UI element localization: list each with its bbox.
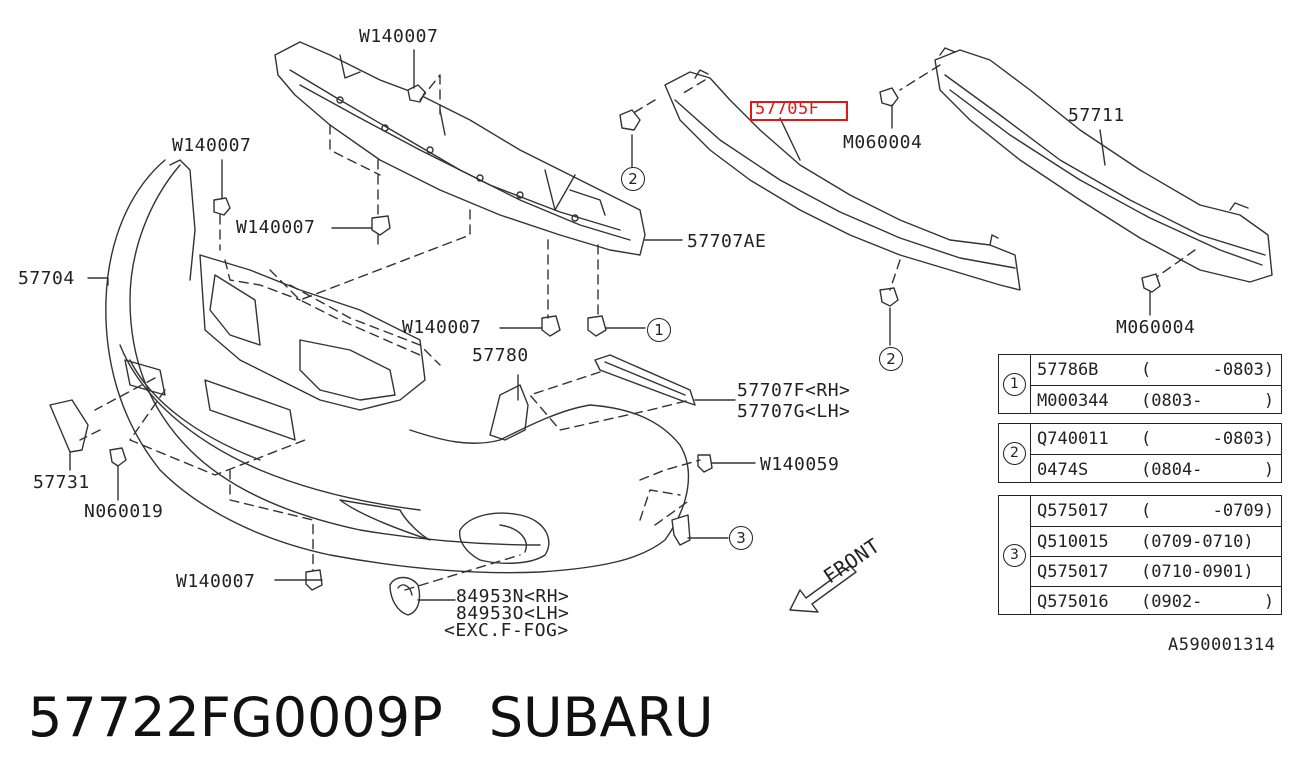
table-row: Q575017( -0709) [1037, 501, 1275, 521]
fastener-table-1: 1 57786B( -0803) M000344(0803- ) [998, 354, 1282, 414]
label-57705f: 57705F [755, 99, 820, 119]
table-row: Q575016(0902- ) [1031, 586, 1281, 616]
label-w140007: W140007 [176, 571, 256, 592]
assembly-dashed-lines [79, 64, 1196, 591]
parts-diagram: W140007 W140007 W140007 W140007 W140007 … [18, 26, 1282, 655]
callout-1: 1 [647, 318, 671, 342]
brand-name: SUBARU [488, 686, 714, 749]
label-w140007: W140007 [402, 317, 482, 338]
front-arrow-drawing [789, 565, 857, 613]
table-marker: 2 [999, 424, 1031, 482]
fastener-table-2: 2 Q740011( -0803) 0474S(0804- ) [998, 423, 1282, 483]
fasteners-drawing [109, 84, 1161, 591]
table-marker: 3 [999, 496, 1031, 614]
reinforcement-drawing [664, 69, 1021, 291]
label-w140059: W140059 [760, 454, 840, 475]
bumper-face-drawing [49, 159, 690, 616]
upper-support-drawing [274, 41, 646, 256]
label-57707ae: 57707AE [687, 231, 767, 252]
label-57707f: 57707F<RH> [737, 380, 851, 401]
leader-lines [69, 49, 1151, 601]
label-m060004: M060004 [1116, 317, 1196, 338]
table-row: Q510015(0709-0710) [1031, 526, 1281, 556]
highlight-box [750, 101, 848, 121]
label-57711: 57711 [1068, 105, 1125, 126]
callout-3: 3 [729, 526, 753, 550]
figure-code: A590001314 [1168, 635, 1276, 655]
table-row: 0474S(0804- ) [1031, 454, 1281, 484]
label-57731: 57731 [33, 472, 90, 493]
table-row: Q740011( -0803) [1037, 429, 1275, 449]
label-84953n: 84953N<RH> [456, 586, 570, 607]
label-w140007: W140007 [236, 217, 316, 238]
table-marker: 1 [999, 355, 1031, 413]
table-row: M000344(0803- ) [1031, 385, 1281, 415]
label-m060004: M060004 [843, 132, 923, 153]
callout-2: 2 [879, 347, 903, 371]
label-exc-f-fog: <EXC.F-FOG> [444, 620, 569, 641]
callout-2: 2 [621, 167, 645, 191]
side-bracket-drawing [594, 354, 696, 406]
table-row: Q575017(0710-0901) [1031, 556, 1281, 586]
label-84953o: 84953O<LH> [456, 603, 570, 624]
label-57704: 57704 [18, 268, 75, 289]
label-w140007: W140007 [172, 135, 252, 156]
table-row: 57786B( -0803) [1037, 360, 1275, 380]
label-w140007: W140007 [359, 26, 439, 47]
product-caption: 57722FG0009P SUBARU [28, 686, 760, 749]
diagram-linework [49, 41, 1273, 616]
label-57707g: 57707G<LH> [737, 401, 851, 422]
beam-drawing [934, 47, 1273, 283]
label-57780: 57780 [472, 345, 529, 366]
part-number: 57722FG0009P [28, 686, 443, 749]
label-n060019: N060019 [84, 501, 164, 522]
fastener-table-3: 3 Q575017( -0709) Q510015(0709-0710) Q57… [998, 495, 1282, 615]
grille-drawing [489, 384, 529, 441]
